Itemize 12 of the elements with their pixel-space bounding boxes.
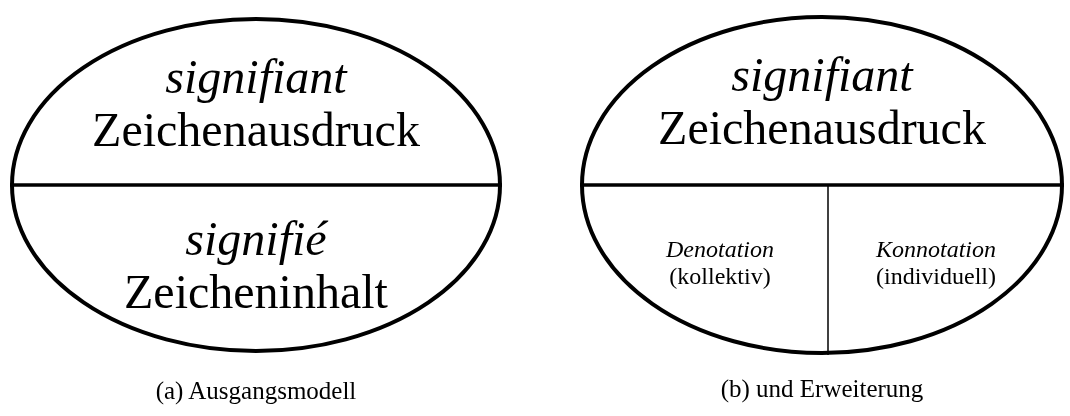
term-heading: Konnotation [876, 236, 996, 263]
term-label: Zeicheninhalt [124, 266, 388, 319]
figure-caption: (a) Ausgangsmodell [154, 377, 358, 405]
figure-caption: (b) und Erweiterung [719, 375, 925, 403]
term-heading: signifiant [165, 51, 347, 104]
term-label: Zeichenausdruck [658, 102, 986, 155]
term-label: (individuell) [876, 262, 996, 289]
term-label: (kollektiv) [669, 262, 771, 289]
term-label: Zeichenausdruck [92, 104, 420, 157]
term-heading: signifié [185, 213, 327, 266]
term-heading: Denotation [666, 236, 774, 263]
term-heading: signifiant [731, 49, 913, 102]
